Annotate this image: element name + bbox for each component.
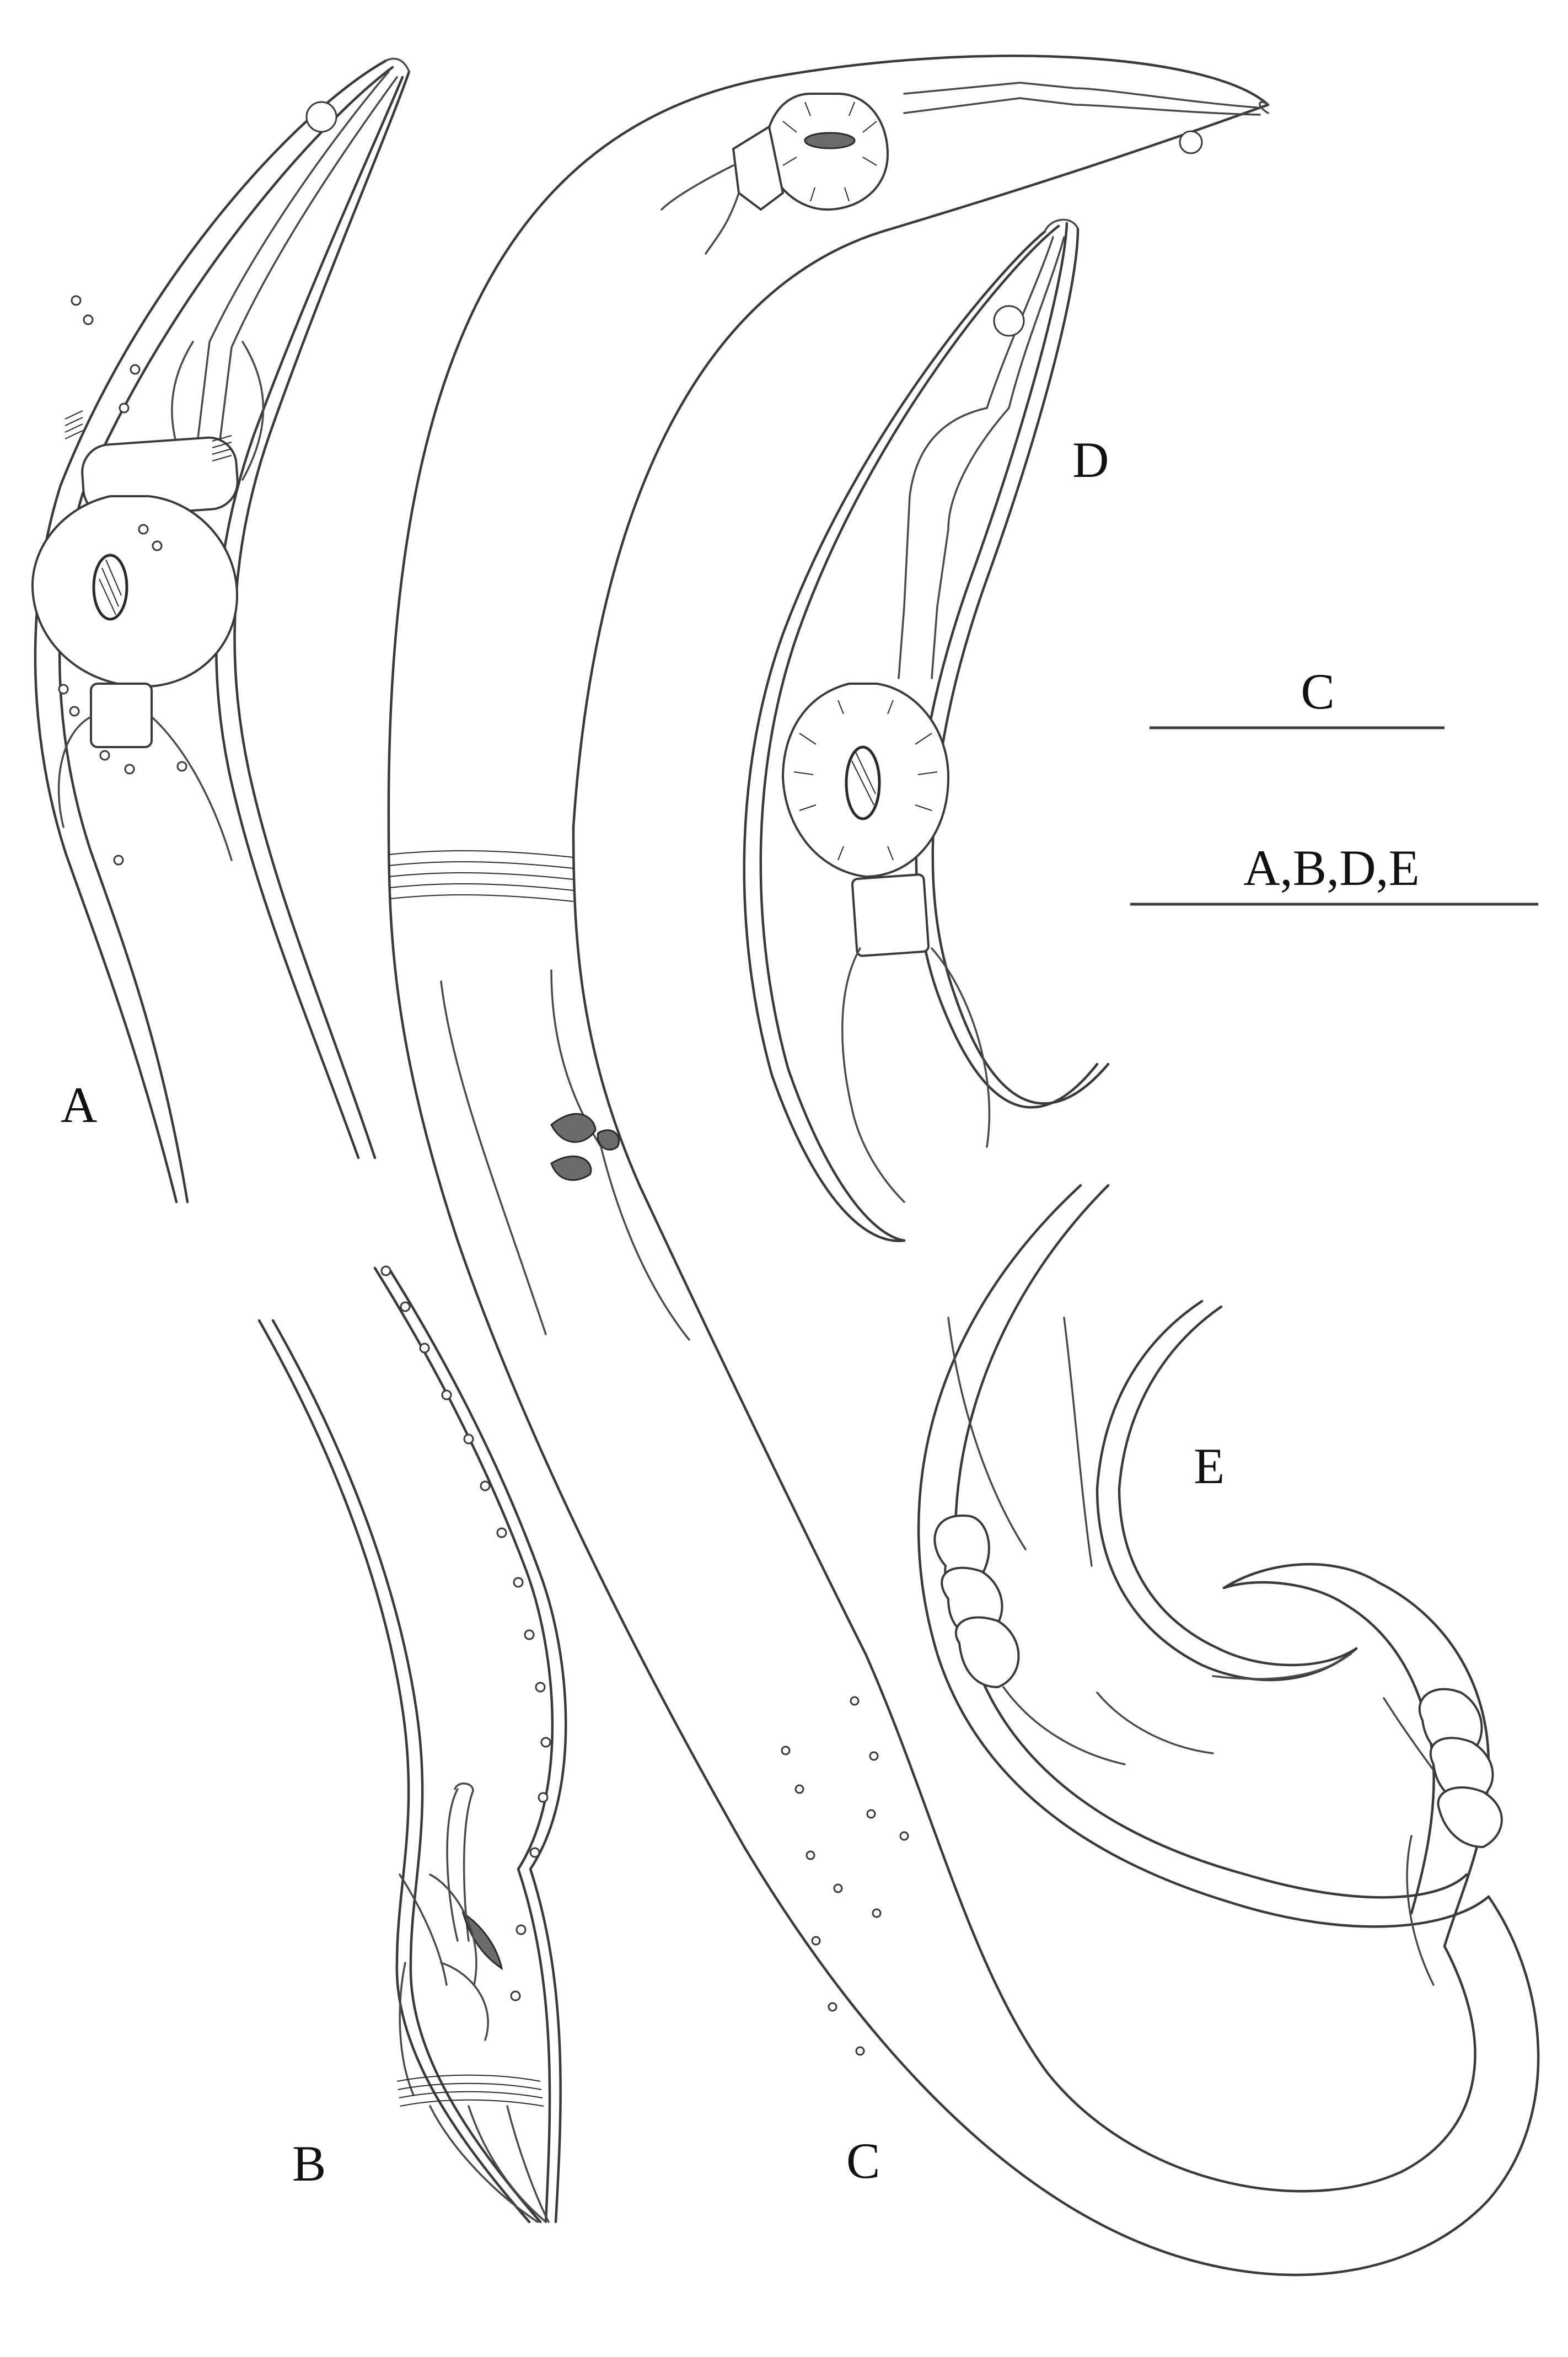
scale-bar-label-c: C xyxy=(1301,663,1334,720)
figure-label-a: A xyxy=(61,1077,97,1133)
figure-label-d: D xyxy=(1072,432,1109,488)
figure-d-drawing xyxy=(743,219,1110,1242)
scale-bar-label-abde: A,B,D,E xyxy=(1243,840,1419,896)
figure-label-e: E xyxy=(1194,1438,1225,1494)
figure-a-drawing xyxy=(31,57,411,1204)
figure-label-b: B xyxy=(292,2135,326,2192)
figure-c-drawing xyxy=(387,55,1540,2277)
figure-b-drawing xyxy=(257,1265,567,2224)
figure-label-c: C xyxy=(846,2133,880,2189)
figure-e-drawing xyxy=(917,1184,1503,1986)
